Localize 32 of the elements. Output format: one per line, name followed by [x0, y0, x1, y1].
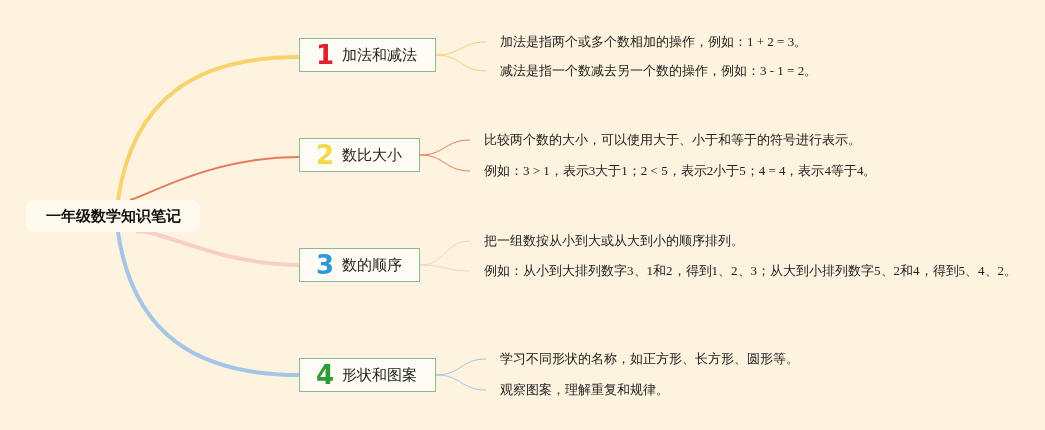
topic-box [299, 358, 436, 392]
note-text: 学习不同形状的名称，如正方形、长方形、圆形等。 [500, 346, 1000, 372]
branch-line [419, 139, 471, 156]
topic-title: 形状和图案 [342, 365, 418, 385]
branch-line [116, 55, 300, 201]
topic-title: 数的顺序 [342, 255, 403, 275]
topic-number: 3 [316, 252, 335, 278]
topic-number: 2 [316, 142, 335, 168]
topic-box [299, 38, 436, 72]
note-text: 减法是指一个数减去另一个数的操作，例如：3 - 1 = 2。 [500, 58, 1000, 84]
title-box: 一年级数学知识笔记 [26, 200, 200, 232]
branch-line [419, 264, 471, 272]
topic-box [299, 248, 420, 282]
branch-line [435, 358, 487, 376]
note-text: 加法是指两个或多个数相加的操作，例如：1 + 2 = 3。 [500, 29, 1000, 55]
topic-number: 4 [316, 362, 335, 388]
branch-line [435, 374, 487, 391]
note-text: 把一组数按从小到大或从大到小的顺序排列。 [484, 228, 984, 254]
branch-line [435, 41, 487, 56]
note-text: 例如：从小到大排列数字3、1和2，得到1、2、3；从大到小排列数字5、2和4，得到5、4、2。 [484, 258, 1036, 284]
topic-title: 数比大小 [342, 145, 403, 165]
branch-line [435, 54, 487, 72]
branch-line [135, 229, 300, 267]
note-text: 观察图案，理解重复和规律。 [500, 377, 1000, 403]
topic-number: 1 [316, 42, 335, 68]
note-text: 比较两个数的大小，可以使用大于、小于和等于的符号进行表示。 [484, 127, 1004, 153]
branch-line [116, 231, 300, 377]
topic-title: 加法和减法 [342, 45, 418, 65]
note-text: 例如：3 > 1，表示3大于1；2 < 5，表示2小于5；4 = 4，表示4等于4。 [484, 158, 1004, 184]
topic-box [299, 138, 420, 172]
branch-line [129, 156, 300, 201]
branch-line [419, 154, 471, 172]
